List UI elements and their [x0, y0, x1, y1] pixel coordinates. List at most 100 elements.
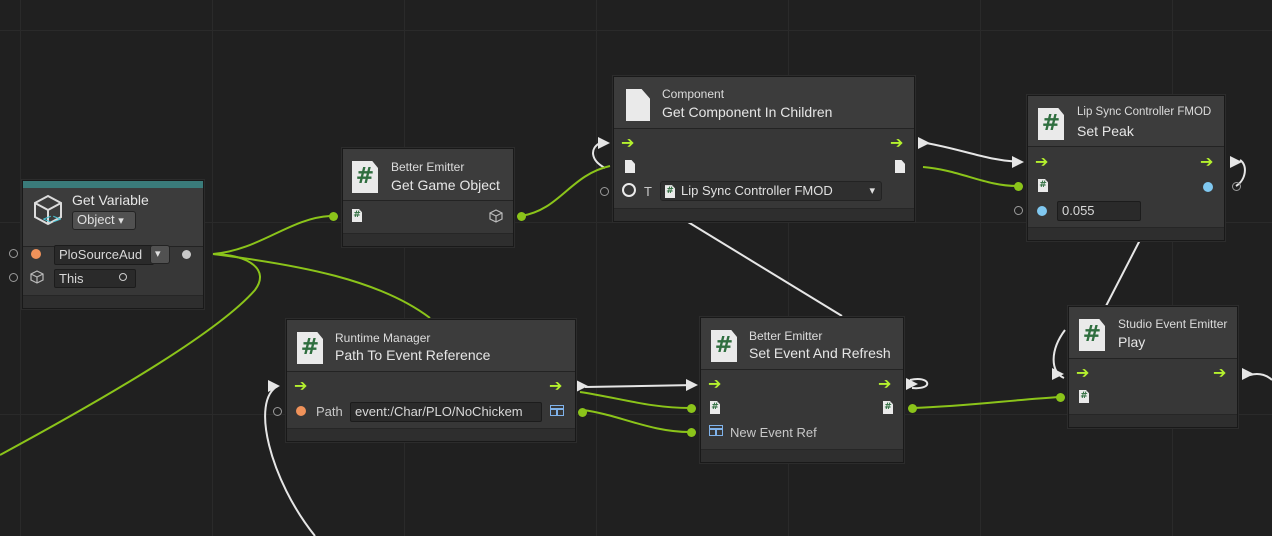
node-subtitle: Better Emitter — [391, 160, 465, 174]
arrowhead — [1242, 368, 1254, 380]
peak-value-field[interactable]: 0.055 — [1057, 201, 1141, 221]
value-wire-setevent-to-play — [912, 396, 1061, 409]
node-set-peak[interactable]: # Lip Sync Controller FMOD Set Peak ➔ ➔ … — [1014, 95, 1225, 241]
type-label: T — [644, 184, 652, 199]
event-reference-output-port[interactable] — [578, 408, 587, 417]
variable-kind-dropdown[interactable]: Object ▾ — [72, 211, 136, 230]
output-value-dot[interactable] — [182, 250, 191, 259]
node-footer — [1069, 414, 1237, 427]
flow-out-arrow-icon[interactable]: ➔ — [1213, 363, 1227, 382]
hash-input-icon: # — [352, 209, 362, 222]
path-port-open[interactable] — [273, 407, 282, 416]
flow-in-arrow-icon[interactable]: ➔ — [1076, 363, 1090, 382]
node-header: # Better Emitter Get Game Object — [343, 149, 513, 201]
script-hash-icon: # — [711, 330, 737, 362]
hash-input-icon: # — [710, 401, 720, 414]
target-field[interactable]: This — [54, 269, 136, 288]
variable-name-value: PloSourceAud — [59, 247, 143, 262]
peak-value: 0.055 — [1062, 203, 1095, 218]
hash-input-icon: # — [1079, 390, 1089, 403]
target-port-open[interactable] — [9, 273, 18, 282]
value-wire-variable-to-gameobject — [212, 215, 331, 255]
arrowhead — [1230, 156, 1242, 168]
value-wire-ref-to-setevent — [582, 409, 691, 433]
target-input-port[interactable] — [687, 404, 696, 413]
event-reference-icon — [550, 405, 564, 416]
variable-name-field[interactable]: PloSourceAud — [54, 245, 154, 265]
node-subtitle: Lip Sync Controller FMOD — [1077, 106, 1212, 118]
new-event-ref-label: New Event Ref — [730, 425, 817, 440]
flow-wire-component-out-to-set-peak — [925, 142, 1021, 163]
hash-input-icon: # — [1038, 179, 1048, 192]
input-port[interactable] — [329, 212, 338, 221]
flow-in-arrow-icon[interactable]: ➔ — [621, 133, 635, 152]
hash-type-icon: # — [665, 185, 675, 199]
node-title: Path To Event Reference — [335, 347, 491, 363]
target-input-port[interactable] — [1056, 393, 1065, 402]
arrowhead — [268, 380, 280, 392]
node-title: Set Event And Refresh — [749, 345, 891, 361]
gameobject-cube-icon — [489, 209, 503, 223]
svg-text:<>: <> — [42, 212, 62, 226]
node-title: Get Variable — [72, 192, 149, 208]
script-hash-icon: # — [297, 332, 323, 364]
node-title: Get Component In Children — [662, 104, 833, 120]
node-footer — [1028, 227, 1224, 240]
node-get-game-object[interactable]: # Better Emitter Get Game Object # — [329, 148, 526, 247]
node-title: Set Peak — [1077, 123, 1134, 139]
gameobject-cube-icon — [30, 270, 44, 284]
flow-wire-path-to-set-event — [584, 384, 696, 388]
string-type-dot — [296, 406, 306, 416]
type-port-open[interactable] — [600, 187, 609, 196]
script-hash-icon: # — [1079, 319, 1105, 351]
type-value: Lip Sync Controller FMOD — [681, 183, 833, 198]
value-wire-gameobject-to-component — [520, 165, 611, 217]
value-wire-path-to-setevent — [579, 391, 691, 409]
flow-in-arrow-icon[interactable]: ➔ — [294, 376, 308, 395]
target-output-port[interactable] — [908, 404, 917, 413]
target-input-port[interactable] — [1014, 182, 1023, 191]
node-subtitle: Studio Event Emitter — [1118, 317, 1228, 331]
type-dropdown[interactable]: #Lip Sync Controller FMOD ▾ — [660, 181, 882, 201]
event-ref-input-port[interactable] — [687, 428, 696, 437]
flow-out-arrow-icon[interactable]: ➔ — [549, 376, 563, 395]
node-path-to-event-reference[interactable]: # Runtime Manager Path To Event Referenc… — [273, 319, 587, 442]
doc-output-icon — [895, 160, 905, 173]
variable-name-dropdown-button[interactable]: ▾ — [150, 245, 170, 264]
arrowhead — [1012, 156, 1024, 168]
flow-out-arrow-icon[interactable]: ➔ — [878, 374, 892, 393]
path-field[interactable]: event:/Char/PLO/NoChickem — [350, 402, 542, 422]
node-get-component-in-children[interactable]: Component Get Component In Children ➔ ➔ … — [600, 76, 915, 222]
flow-in-arrow-icon[interactable]: ➔ — [1035, 152, 1049, 171]
arrowhead — [906, 378, 918, 390]
node-header: # Lip Sync Controller FMOD Set Peak — [1028, 96, 1224, 147]
flow-out-arrow-icon[interactable]: ➔ — [890, 133, 904, 152]
name-port-open[interactable] — [9, 249, 18, 258]
arrowhead — [598, 137, 610, 149]
output-port[interactable] — [517, 212, 526, 221]
node-header: Component Get Component In Children — [614, 77, 914, 129]
float-type-dot — [1037, 206, 1047, 216]
node-footer — [287, 428, 575, 441]
flow-out-arrow-icon[interactable]: ➔ — [1200, 152, 1214, 171]
path-label: Path — [316, 404, 343, 419]
target-picker-icon[interactable] — [119, 273, 127, 281]
value-wire-variable-to-path — [212, 253, 431, 319]
hash-output-icon: # — [883, 401, 893, 414]
flow-in-arrow-icon[interactable]: ➔ — [708, 374, 722, 393]
chevron-down-icon: ▾ — [118, 215, 124, 227]
node-footer — [701, 449, 903, 462]
node-header: # Better Emitter Set Event And Refresh — [701, 318, 903, 370]
flow-wire-component-to-set-event — [687, 221, 843, 317]
output-float-dot — [1203, 182, 1213, 192]
component-doc-icon — [626, 89, 650, 121]
arrowhead — [686, 379, 698, 391]
node-set-event-and-refresh[interactable]: # Better Emitter Set Event And Refresh ➔… — [687, 317, 917, 463]
variable-kind-label: Object — [77, 212, 115, 227]
node-get-variable[interactable]: <> Get Variable Object ▾ PloSourceAud ▾ … — [9, 180, 204, 309]
set-peak-side-port[interactable] — [1232, 182, 1241, 191]
node-play[interactable]: # Studio Event Emitter Play ➔ ➔ # — [1056, 306, 1238, 428]
node-header: <> Get Variable Object ▾ — [23, 181, 203, 247]
script-hash-icon: # — [1038, 108, 1064, 140]
value-port-open[interactable] — [1014, 206, 1023, 215]
